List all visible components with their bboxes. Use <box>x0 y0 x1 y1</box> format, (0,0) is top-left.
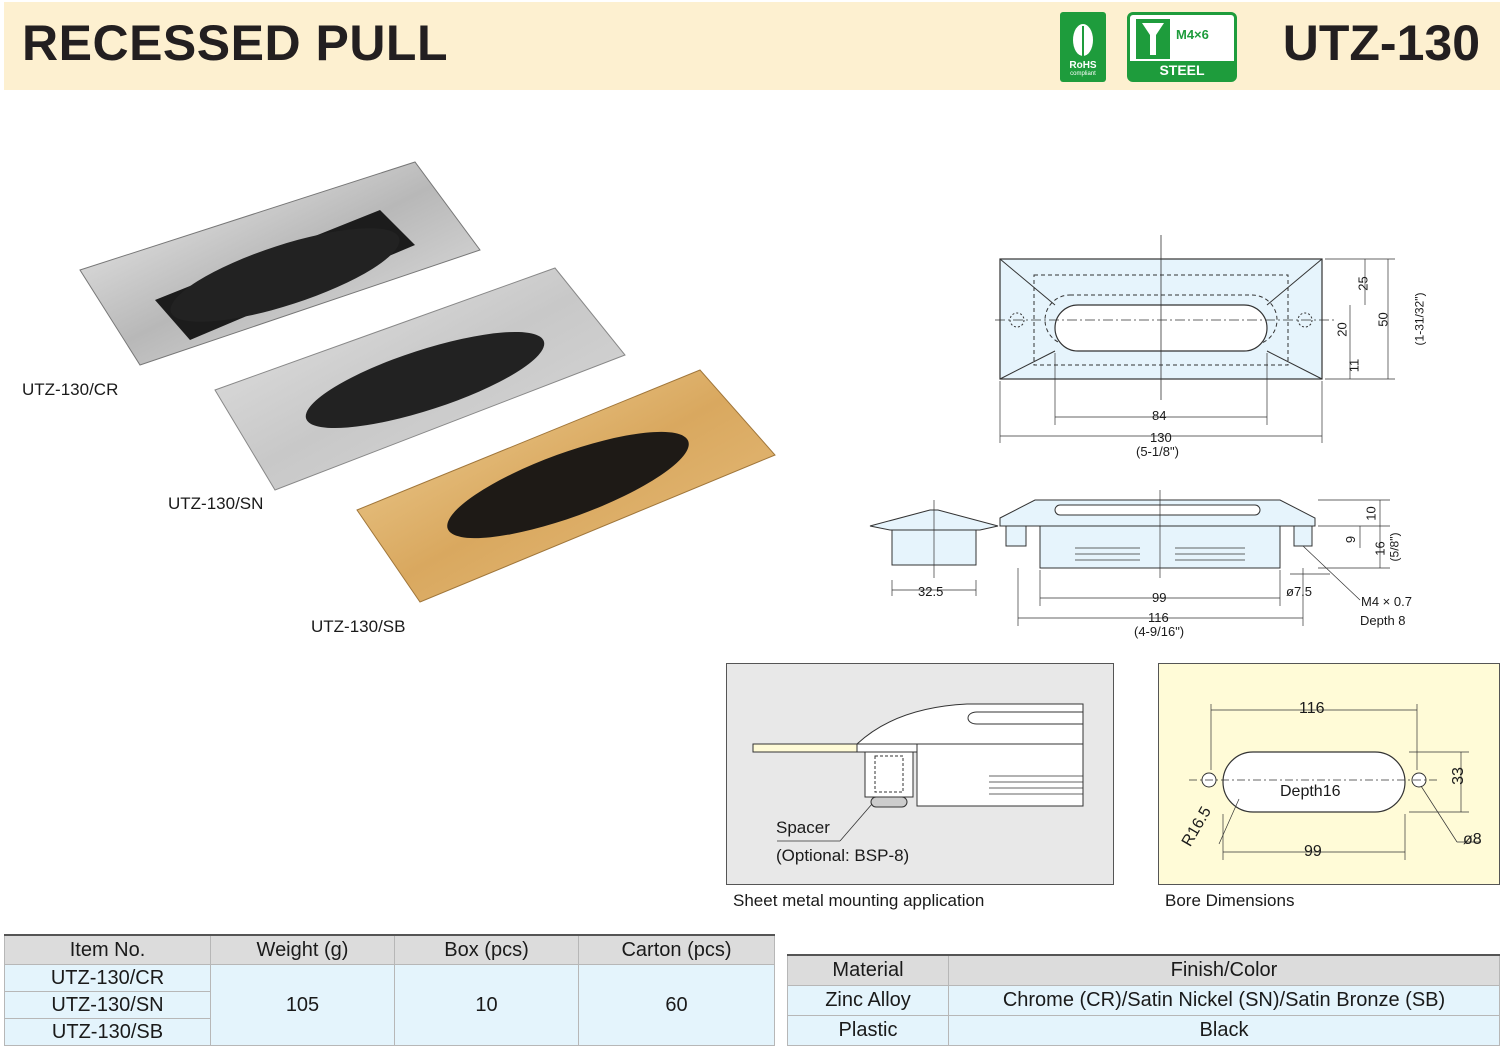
dim-9: 9 <box>1343 535 1359 544</box>
bore-caption: Bore Dimensions <box>1165 891 1295 910</box>
mounting-illustration <box>752 703 1084 842</box>
bore-depth: Depth16 <box>1280 783 1341 800</box>
spacer-label: Spacer <box>776 818 830 837</box>
bore-hole: ø8 <box>1463 831 1482 848</box>
bore-illustration <box>1189 704 1481 860</box>
dim-84: 84 <box>1152 408 1167 423</box>
dim-32-5: 32.5 <box>918 584 944 599</box>
dim-20: 20 <box>1334 322 1350 337</box>
dim-16-inch: (5/8") <box>1387 532 1402 562</box>
item-cr: UTZ-130/CR <box>4 964 211 992</box>
mounting-caption: Sheet metal mounting application <box>733 891 985 910</box>
page-title: RECESSED PULL <box>22 15 449 71</box>
dim-99: 99 <box>1152 590 1167 605</box>
bore-panel <box>1158 663 1500 885</box>
carton-value: 60 <box>578 964 775 1046</box>
weight-value: 105 <box>210 964 395 1046</box>
bore-99: 99 <box>1304 843 1322 860</box>
mounting-panel <box>726 663 1114 885</box>
spec-table: Item No. Weight (g) Box (pcs) Carton (pc… <box>4 934 775 1046</box>
leaf-icon <box>1073 24 1093 58</box>
bore-33: 33 <box>1449 767 1467 785</box>
screw-icon <box>1136 19 1170 59</box>
pull-satin-nickel <box>214 267 626 491</box>
bore-116: 116 <box>1299 700 1325 717</box>
col-carton: Carton (pcs) <box>578 934 775 965</box>
top-view-drawing <box>995 235 1395 443</box>
model-number: UTZ-130 <box>1282 15 1480 71</box>
dim-116-inch: (4-9/16") <box>1134 624 1185 639</box>
label-cr: UTZ-130/CR <box>22 380 119 399</box>
dim-50: 50 <box>1375 312 1391 327</box>
material-plastic: Plastic <box>787 1015 949 1046</box>
label-sb: UTZ-130/SB <box>311 617 406 636</box>
dim-depth: Depth 8 <box>1360 613 1406 628</box>
steel-label: STEEL <box>1130 61 1234 79</box>
material-table: Material Finish/Color Zinc Alloy Chrome … <box>787 954 1500 1046</box>
col-weight: Weight (g) <box>210 934 395 965</box>
side-view-drawing <box>869 490 1390 626</box>
finish-zinc: Chrome (CR)/Satin Nickel (SN)/Satin Bron… <box>948 985 1500 1016</box>
dim-11: 11 <box>1346 358 1362 373</box>
pull-chrome <box>79 161 481 366</box>
col-material: Material <box>787 954 949 986</box>
item-sb: UTZ-130/SB <box>4 1018 211 1046</box>
dim-130-inch: (5-1/8") <box>1136 444 1179 459</box>
material-zinc: Zinc Alloy <box>787 985 949 1016</box>
spacer-optional: (Optional: BSP-8) <box>776 846 910 865</box>
item-sn: UTZ-130/SN <box>4 991 211 1019</box>
product-photos <box>79 161 776 603</box>
pull-satin-bronze <box>356 369 776 603</box>
rohs-subtext: compliant <box>1070 71 1096 77</box>
screw-size: M4×6 <box>1176 27 1209 42</box>
dim-10: 10 <box>1363 506 1379 521</box>
label-sn: UTZ-130/SN <box>168 494 264 513</box>
dim-50-inch: (1-31/32") <box>1412 292 1427 346</box>
box-value: 10 <box>394 964 579 1046</box>
col-item: Item No. <box>4 934 211 965</box>
dim-25: 25 <box>1355 276 1371 291</box>
dim-116: 116 <box>1148 610 1169 625</box>
dim-thread: M4 × 0.7 <box>1361 594 1412 609</box>
dim-130: 130 <box>1150 430 1172 445</box>
dim-7-5: ø7.5 <box>1286 584 1313 599</box>
dim-16: 16 <box>1372 541 1388 556</box>
header-bar <box>4 2 1500 90</box>
finish-plastic: Black <box>948 1015 1500 1046</box>
steel-badge: M4×6 STEEL <box>1127 12 1237 82</box>
rohs-badge: RoHS compliant <box>1060 12 1106 82</box>
col-finish: Finish/Color <box>948 954 1500 986</box>
col-box: Box (pcs) <box>394 934 579 965</box>
rohs-text: RoHS <box>1069 60 1097 71</box>
